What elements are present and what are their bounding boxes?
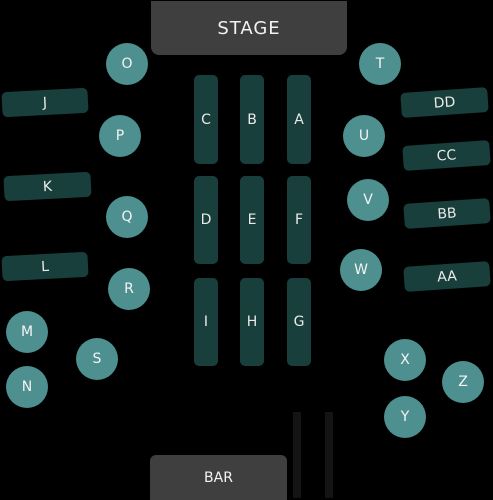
section-a[interactable]: A [287, 75, 311, 164]
table-w[interactable]: W [340, 249, 382, 291]
booth-dd[interactable]: DD [400, 86, 489, 119]
table-label: X [400, 352, 410, 368]
booth-cc[interactable]: CC [402, 139, 491, 172]
section-label: D [200, 212, 212, 228]
section-label: G [293, 314, 305, 330]
booth-label: K [42, 178, 53, 195]
table-label: M [20, 324, 34, 340]
booth-j[interactable]: J [1, 87, 89, 118]
table-label: Z [458, 374, 468, 390]
table-o[interactable]: O [106, 43, 148, 85]
table-t[interactable]: T [359, 43, 401, 85]
booth-l[interactable]: L [1, 251, 89, 282]
section-b[interactable]: B [240, 75, 264, 164]
table-x[interactable]: X [384, 339, 426, 381]
section-label: F [294, 212, 304, 228]
booth-label: CC [436, 146, 457, 165]
table-p[interactable]: P [99, 115, 141, 157]
table-m[interactable]: M [6, 311, 48, 353]
aisle-strip-left [293, 412, 301, 498]
table-label: W [354, 262, 368, 278]
table-label: U [358, 128, 370, 144]
table-label: R [124, 281, 134, 297]
aisle-strip-right [325, 412, 333, 498]
stage: STAGE [151, 1, 347, 55]
table-label: V [363, 192, 373, 208]
table-label: Y [400, 409, 410, 425]
section-label: A [294, 111, 304, 128]
table-r[interactable]: R [108, 268, 150, 310]
section-i[interactable]: I [194, 278, 218, 366]
table-label: N [21, 379, 33, 395]
booth-label: AA [436, 267, 458, 286]
booth-aa[interactable]: AA [403, 261, 491, 292]
section-c[interactable]: C [194, 75, 218, 164]
section-label: E [247, 212, 257, 228]
section-label: C [201, 111, 211, 128]
section-label: H [246, 314, 258, 330]
bar-label: BAR [204, 469, 233, 486]
booth-label: J [42, 94, 48, 111]
bar: BAR [150, 455, 287, 500]
section-g[interactable]: G [287, 278, 311, 366]
section-e[interactable]: E [240, 176, 264, 264]
section-d[interactable]: D [194, 176, 218, 264]
table-label: T [375, 56, 385, 72]
table-label: O [121, 56, 133, 72]
table-label: Q [121, 209, 133, 225]
booth-label: L [40, 258, 50, 275]
stage-label: STAGE [217, 17, 281, 39]
booth-bb[interactable]: BB [403, 198, 491, 229]
booth-k[interactable]: K [3, 171, 92, 202]
section-f[interactable]: F [287, 176, 311, 264]
booth-label: DD [433, 93, 456, 112]
section-label: I [203, 314, 209, 330]
table-q[interactable]: Q [106, 196, 148, 238]
table-label: S [92, 351, 102, 367]
booth-label: BB [436, 204, 458, 223]
table-label: P [115, 128, 125, 144]
section-label: B [247, 111, 257, 128]
table-s[interactable]: S [76, 338, 118, 380]
table-n[interactable]: N [6, 366, 48, 408]
table-y[interactable]: Y [384, 396, 426, 438]
section-h[interactable]: H [240, 278, 264, 366]
table-v[interactable]: V [347, 179, 389, 221]
table-u[interactable]: U [343, 115, 385, 157]
table-z[interactable]: Z [442, 361, 484, 403]
